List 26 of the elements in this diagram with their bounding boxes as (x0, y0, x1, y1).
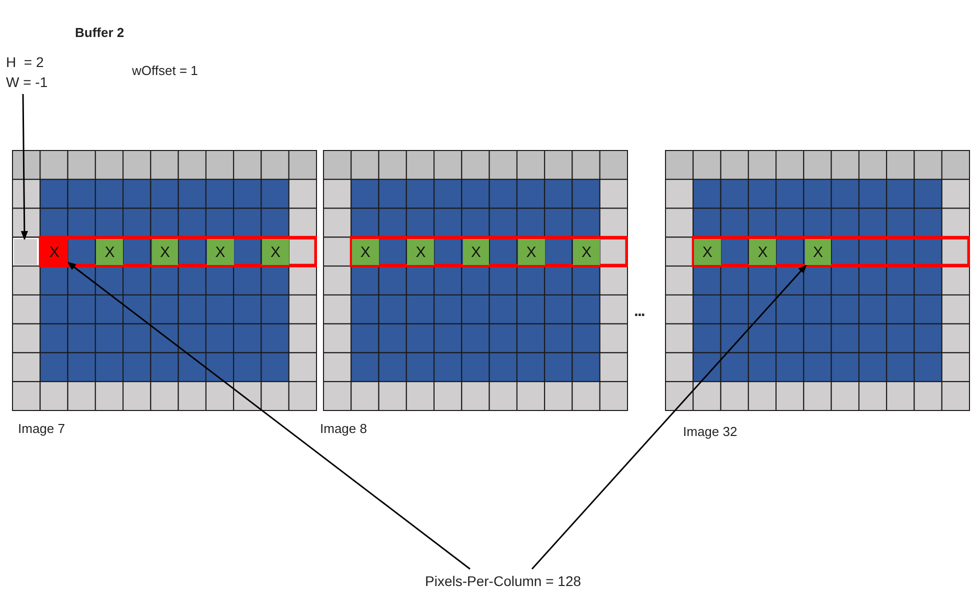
pixel-cell: X (96, 239, 124, 266)
image-caption: Image 8 (320, 420, 367, 438)
pixel-cell: X (462, 239, 490, 266)
pixel-cell: X (152, 239, 178, 266)
arrow (67, 262, 470, 570)
arrow (20, 94, 28, 240)
pixel-cell: X (41, 239, 68, 266)
parameter-label: wOffset = 1 (132, 62, 198, 80)
image-caption: Image 7 (18, 420, 65, 438)
pixel-cell: X (407, 239, 434, 266)
node-text: H = 2 (6, 53, 45, 72)
pixel-cell: X (352, 239, 379, 266)
arrow (531, 264, 807, 570)
pixel-cell: X (206, 239, 234, 266)
diagram-title: Buffer 2 (75, 24, 124, 42)
pixel-cell: X (518, 239, 545, 266)
pixel-cell: X (262, 239, 289, 266)
ellipsis-mark: ... (634, 303, 644, 321)
pixel-cell: X (694, 239, 721, 266)
pixel-cell: X (573, 239, 600, 266)
image-caption: Image 32 (683, 423, 738, 441)
node-text: Pixels-Per-Column = 128 (425, 572, 582, 591)
padding-cell (14, 239, 38, 266)
pixel-cell: X (749, 239, 776, 266)
node-text: W = -1 (6, 73, 48, 92)
pixel-cell: X (804, 239, 832, 266)
